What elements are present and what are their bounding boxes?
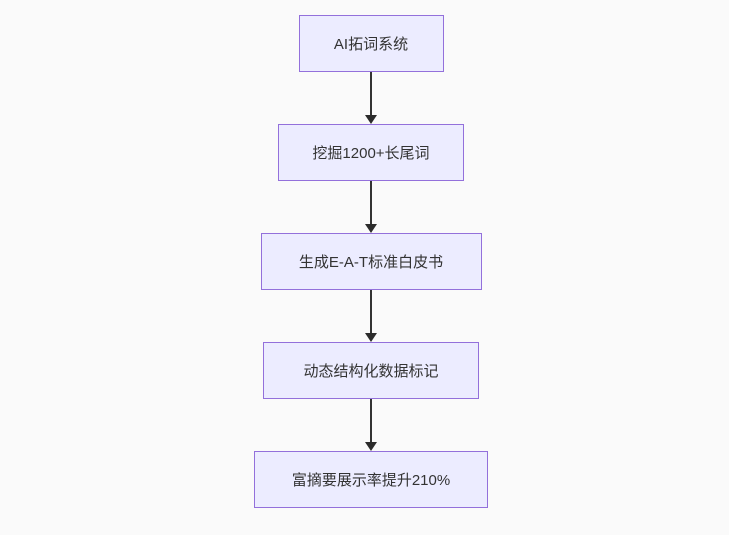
flow-node-ai-keyword-system: AI拓词系统 bbox=[298, 15, 444, 72]
edge-line bbox=[370, 181, 372, 224]
flow-node-label: 动态结构化数据标记 bbox=[303, 363, 439, 380]
flow-node-rich-snippet-result: 富摘要展示率提升210% bbox=[254, 451, 488, 508]
arrowhead-down-icon bbox=[365, 115, 377, 124]
flow-node-label: AI拓词系统 bbox=[333, 36, 409, 53]
edge-line bbox=[370, 290, 372, 333]
flow-edge-2 bbox=[365, 181, 377, 233]
flow-node-label: 挖掘1200+长尾词 bbox=[312, 145, 430, 162]
flow-edge-3 bbox=[365, 290, 377, 342]
flow-node-label: 富摘要展示率提升210% bbox=[291, 472, 451, 489]
flow-node-label: 生成E-A-T标准白皮书 bbox=[298, 254, 444, 271]
flowchart: AI拓词系统 挖掘1200+长尾词 生成E-A-T标准白皮书 动态结构化数据标记… bbox=[254, 15, 488, 508]
flow-edge-4 bbox=[365, 399, 377, 451]
flow-node-structured-data-markup: 动态结构化数据标记 bbox=[263, 342, 479, 399]
arrowhead-down-icon bbox=[365, 224, 377, 233]
arrowhead-down-icon bbox=[365, 333, 377, 342]
edge-line bbox=[370, 72, 372, 115]
arrowhead-down-icon bbox=[365, 442, 377, 451]
edge-line bbox=[370, 399, 372, 442]
flow-edge-1 bbox=[365, 72, 377, 124]
flow-node-longtail-mining: 挖掘1200+长尾词 bbox=[278, 124, 464, 181]
flow-node-eat-whitepaper: 生成E-A-T标准白皮书 bbox=[260, 233, 482, 290]
